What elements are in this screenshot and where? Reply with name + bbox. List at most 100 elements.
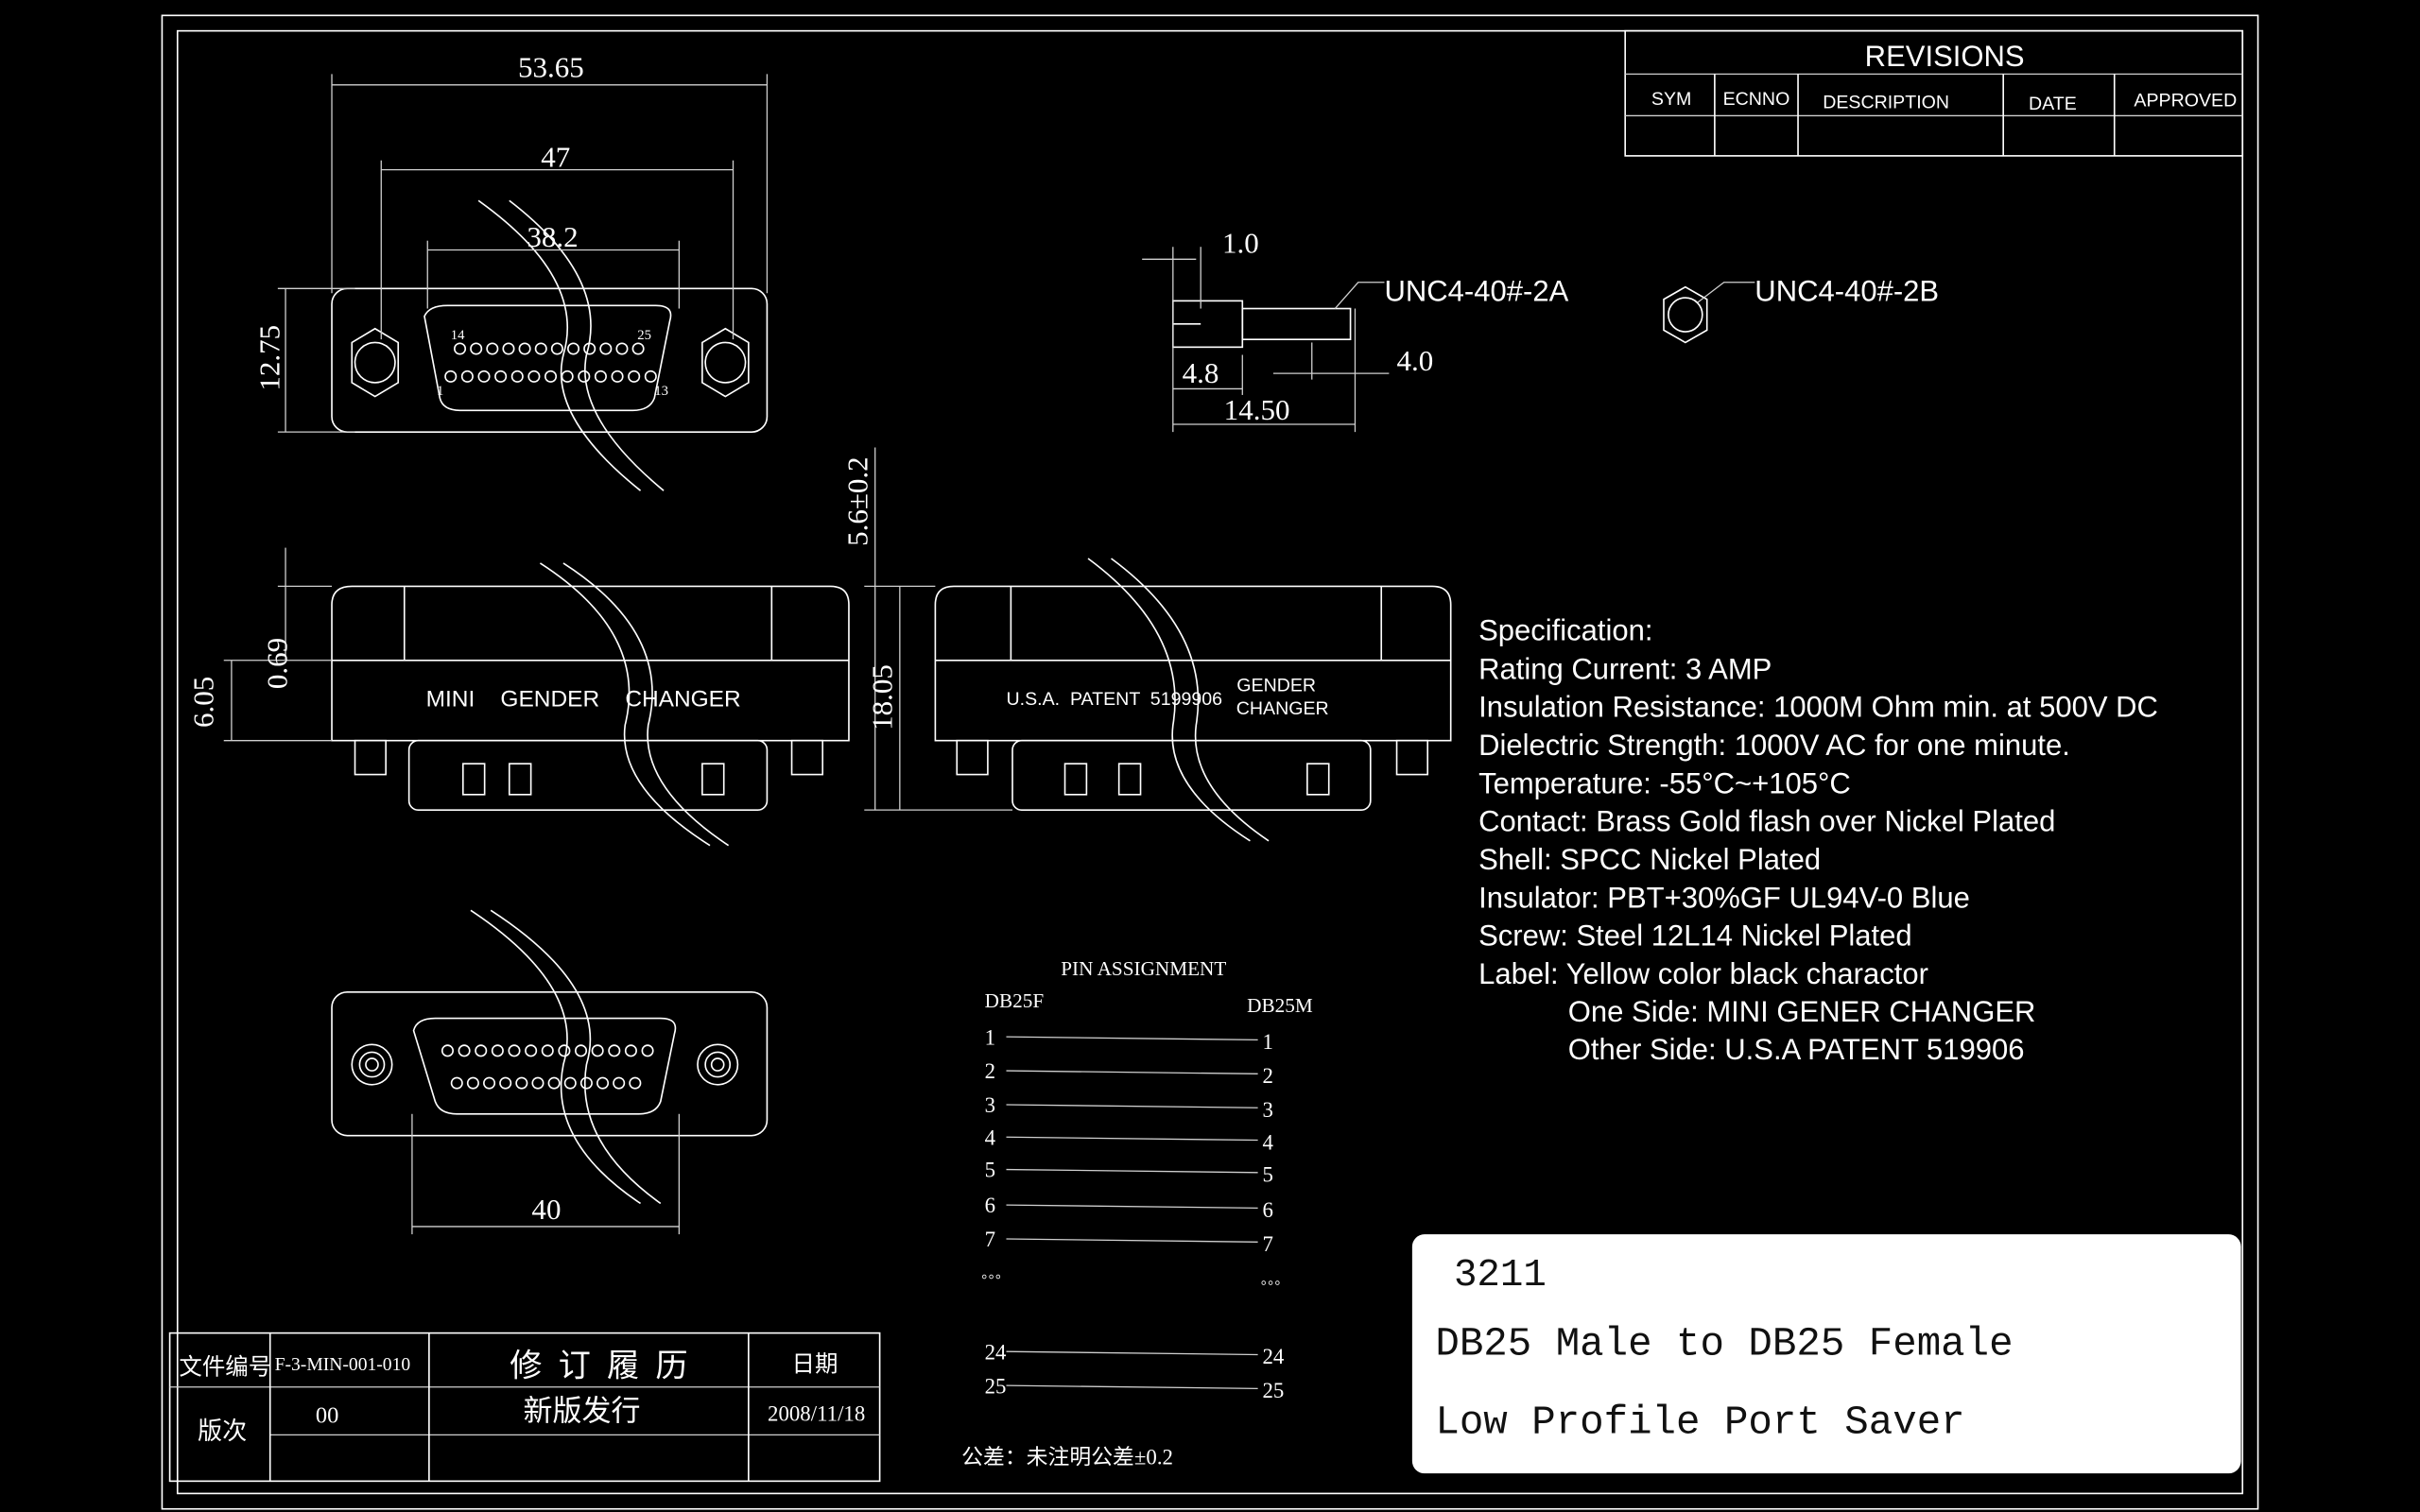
version-label: 版次 <box>198 1418 247 1445</box>
spec-line: Label: Yellow color black charactor <box>1478 957 1928 990</box>
pin <box>563 1076 577 1090</box>
pin-hole <box>611 369 624 383</box>
col-sym: SYM <box>1651 89 1691 110</box>
dim-4-0: 4.0 <box>1397 344 1434 377</box>
title-block: 文件编号 F-3-MIN-001-010 修 订 履 历 日期 版次 00 新版… <box>168 1332 881 1483</box>
pin-14: 14 <box>451 328 465 343</box>
spec-line: Insulation Resistance: 1000M Ohm min. at… <box>1478 691 2158 724</box>
col-date: DATE <box>2029 94 2077 114</box>
pin-wire <box>1006 1204 1258 1210</box>
pin <box>641 1044 654 1057</box>
pin-f-5: 5 <box>985 1159 995 1182</box>
pin-wire <box>1006 1036 1258 1041</box>
pin-hole <box>460 369 474 383</box>
side-label-mini-gender-changer: MINI GENDER CHANGER <box>426 687 741 713</box>
pin <box>624 1044 637 1057</box>
db25m-label: DB25M <box>1247 994 1313 1017</box>
front-view-female: 14 25 1 13 53.65 47 38.2 12.75 <box>253 51 769 491</box>
pin <box>475 1044 488 1057</box>
pin <box>608 1044 621 1057</box>
pin <box>450 1076 463 1090</box>
dim-14-50: 14.50 <box>1224 393 1290 426</box>
pin-hole <box>477 369 491 383</box>
side-label-patent: U.S.A. PATENT 5199906 <box>1007 689 1223 710</box>
pin-m-25: 25 <box>1263 1379 1285 1402</box>
pin <box>558 1044 571 1057</box>
tolerance-note: 公差：未注明公差±0.2 <box>961 1445 1173 1469</box>
pin-wire <box>1006 1238 1258 1243</box>
front-view-male: 40 <box>331 909 769 1235</box>
dim-53-65: 53.65 <box>518 51 584 84</box>
side-label-changer: CHANGER <box>1236 698 1329 719</box>
screw-2a-label: UNC4-40#-2A <box>1384 274 1568 307</box>
pin-m-4: 4 <box>1263 1130 1274 1154</box>
pin-hole <box>544 369 558 383</box>
pin-m-3: 3 <box>1263 1098 1273 1122</box>
spec-line: Dielectric Strength: 1000V AC for one mi… <box>1478 729 2070 762</box>
label-line-1: DB25 Male to DB25 Female <box>1435 1321 2013 1366</box>
dim-47: 47 <box>541 140 570 173</box>
pin <box>525 1044 538 1057</box>
dim-6-05: 6.05 <box>186 677 219 728</box>
pin-hole <box>631 342 645 355</box>
pin-wire <box>1006 1384 1258 1390</box>
side-view-left: MINI GENDER CHANGER 6.05 0.69 <box>186 547 850 847</box>
pin-m-6: 6 <box>1263 1198 1273 1222</box>
spec-line: Screw: Steel 12L14 Nickel Plated <box>1478 919 1912 953</box>
pin-hole <box>470 342 483 355</box>
pin <box>515 1076 528 1090</box>
pin-hole <box>567 342 580 355</box>
pin-f-7: 7 <box>985 1228 995 1251</box>
screw-2b-label: UNC4-40#-2B <box>1754 274 1939 307</box>
spec-title: Specification: <box>1478 614 1652 647</box>
pin <box>483 1076 496 1090</box>
doc-no-label: 文件编号 <box>179 1354 271 1381</box>
pin-f-24: 24 <box>985 1340 1007 1364</box>
pin-m-2: 2 <box>1263 1064 1273 1088</box>
spec-line: Shell: SPCC Nickel Plated <box>1478 843 1821 876</box>
spec-line: Rating Current: 3 AMP <box>1478 652 1772 685</box>
pin-hole <box>644 369 657 383</box>
col-description: DESCRIPTION <box>1823 92 1949 112</box>
pin <box>441 1044 454 1057</box>
pin-13: 13 <box>654 384 668 399</box>
pin-f-2: 2 <box>985 1059 995 1083</box>
pin-hole <box>444 369 458 383</box>
pin-m-7: 7 <box>1263 1232 1273 1256</box>
pin-assignment-title: PIN ASSIGNMENT <box>1061 957 1226 980</box>
pin-wire <box>1006 1104 1258 1108</box>
pin-wire <box>1006 1168 1258 1174</box>
pin <box>466 1076 479 1090</box>
pin <box>499 1076 512 1090</box>
dim-1-0: 1.0 <box>1222 227 1259 260</box>
spec-line: Insulator: PBT+30%GF UL94V-0 Blue <box>1478 881 1970 914</box>
dim-4-8: 4.8 <box>1183 356 1219 389</box>
dim-0-69: 0.69 <box>261 638 294 689</box>
pin-m-1: 1 <box>1263 1030 1273 1054</box>
dim-18-05: 18.05 <box>866 664 899 730</box>
pin <box>458 1044 471 1057</box>
dim-38-2: 38.2 <box>527 220 578 253</box>
pin <box>579 1076 593 1090</box>
pin-wire <box>1006 1136 1258 1142</box>
spec-line: Temperature: -55°C~+105°C <box>1478 766 1851 799</box>
pin <box>629 1076 642 1090</box>
date-label: 日期 <box>792 1351 838 1377</box>
product-label: 3211 DB25 Male to DB25 Female Low Profil… <box>1411 1234 2241 1474</box>
pin-f-1: 1 <box>985 1025 995 1049</box>
db25f-label: DB25F <box>985 989 1045 1012</box>
pin-hole <box>502 342 515 355</box>
pin-hole <box>486 342 499 355</box>
pin-f-25: 25 <box>985 1374 1007 1398</box>
version: 00 <box>316 1402 338 1428</box>
pin-hole <box>578 369 591 383</box>
pin-hole <box>628 369 641 383</box>
screw-2a: 1.0 4.8 4.0 14.50 UNC4-40#-2A <box>1142 227 1569 433</box>
pin-ellipsis-left: 。。。 <box>981 1266 1009 1281</box>
pin-25: 25 <box>637 328 651 343</box>
pin-1: 1 <box>437 384 443 399</box>
screw-2b: UNC4-40#-2B <box>1663 274 1939 344</box>
pin <box>531 1076 544 1090</box>
